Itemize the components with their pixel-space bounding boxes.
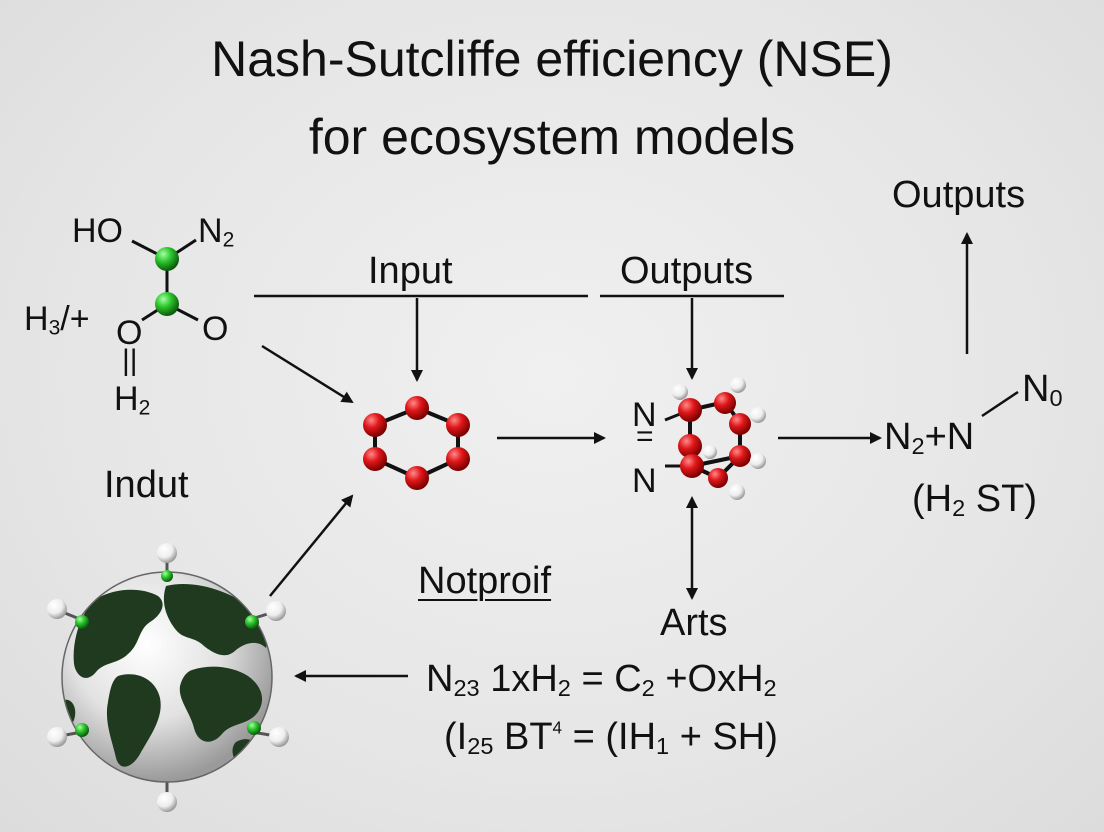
indut-label: Indut [104, 464, 189, 506]
red-atom [405, 466, 429, 490]
green-atom [155, 292, 179, 316]
arts-label: Arts [660, 602, 728, 644]
middle-cage-molecule [664, 377, 766, 500]
left-to-ring-arrow [261, 344, 354, 404]
h2-label: H2 [114, 380, 151, 420]
equation-line-2: (I25 BT4 = (IH1 + SH) [444, 716, 778, 760]
notproif-label: Notproif [418, 560, 552, 602]
globe-icon [47, 543, 289, 812]
title-line-1: Nash-Sutcliffe efficiency (NSE) [211, 31, 893, 87]
o-right-label: O [202, 310, 229, 348]
n-bottom-label: N [632, 462, 657, 500]
n-top-label: N [632, 396, 657, 434]
n-double-bond-label: = [636, 420, 654, 453]
red-atom [363, 413, 387, 437]
hexagon-ring-molecule [363, 396, 470, 490]
h2-st-label: (H2 ST) [912, 478, 1037, 522]
red-atom [446, 447, 470, 471]
n-n0-bond [981, 390, 1019, 418]
o-left-label: O [116, 314, 143, 352]
left-molecule [131, 238, 199, 322]
n2-plus-n-label: N2+N [884, 416, 975, 460]
outputs-top-right-label: Outputs [892, 174, 1026, 216]
title-line-2: for ecosystem models [308, 109, 796, 165]
red-atom [446, 413, 470, 437]
red-atom [363, 447, 387, 471]
h3-label: H3/+ [24, 300, 90, 340]
input-label: Input [368, 250, 453, 292]
n2-label: N2 [198, 212, 235, 252]
n0-label: N0 [1022, 368, 1063, 412]
globe-to-ring-arrow [269, 494, 354, 597]
red-atom [405, 396, 429, 420]
green-atom [155, 247, 179, 271]
double-bond-label: || [122, 344, 138, 377]
ho-label: HO [72, 212, 123, 250]
outputs-middle-label: Outputs [620, 250, 754, 292]
equation-line-1: N23 1xH2 = C2 +OxH2 [426, 658, 777, 702]
